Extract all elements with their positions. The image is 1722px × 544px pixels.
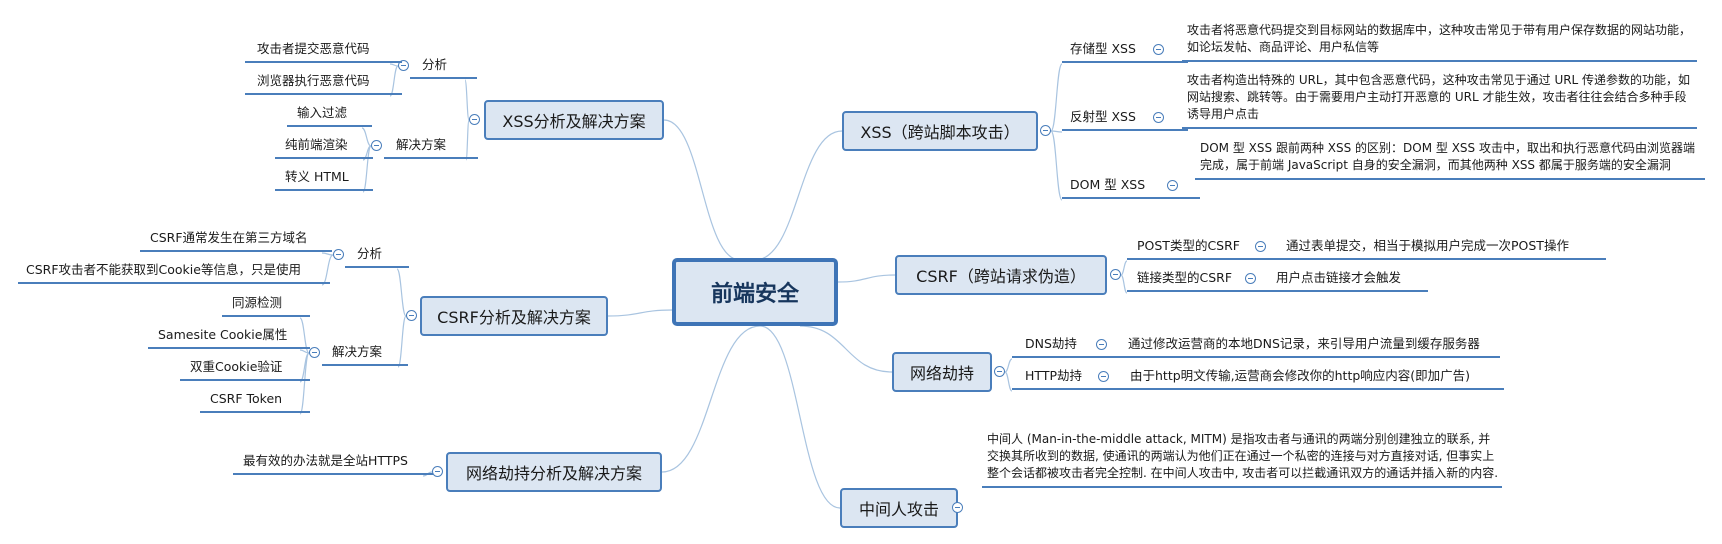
collapse-icon[interactable] — [309, 347, 320, 358]
node-dom-xss[interactable]: DOM 型 XSS — [1062, 177, 1200, 199]
collapse-icon[interactable] — [406, 310, 417, 321]
connector-line — [1004, 371, 1013, 392]
connector-line — [321, 252, 334, 256]
connector-line — [1050, 63, 1063, 132]
desc-http-hijack: 由于http明文传输,运营商会修改你的http响应内容(即加广告) — [1122, 368, 1504, 390]
collapse-icon[interactable] — [1096, 339, 1107, 350]
desc-dns-hijack: 通过修改运营商的本地DNS记录，来引导用户流量到缓存服务器 — [1120, 336, 1500, 358]
leaf-samesite-cookie: Samesite Cookie属性 — [148, 327, 310, 349]
desc-reflected-xss: 攻击者构造出特殊的 URL，其中包含恶意代码，这种攻击常见于通过 URL 传递参… — [1182, 72, 1697, 129]
connector-line — [464, 79, 470, 121]
node-http-hijack[interactable]: HTTP劫持 — [1012, 368, 1137, 390]
node-reflected-xss[interactable]: 反射型 XSS — [1062, 109, 1188, 131]
connector-line — [389, 65, 399, 97]
node-link-csrf[interactable]: 链接类型的CSRF — [1127, 270, 1269, 292]
connector-line — [361, 127, 372, 147]
leaf-site-wide-https: 最有效的办法就是全站HTTPS — [233, 453, 433, 475]
desc-dom-xss: DOM 型 XSS 跟前两种 XSS 的区别：DOM 型 XSS 攻击中，取出和… — [1195, 140, 1705, 180]
collapse-icon[interactable] — [1255, 241, 1266, 252]
topic-csrf[interactable]: CSRF（跨站请求伪造） — [895, 255, 1107, 295]
leaf-escape-html: 转义 HTML — [275, 169, 373, 191]
desc-mitm: 中间人 (Man-in-the-middle attack, MITM) 是指攻… — [982, 431, 1502, 488]
node-xss-analysis[interactable]: 分析 — [410, 57, 477, 79]
collapse-icon[interactable] — [398, 60, 409, 71]
leaf-same-origin-check: 同源检测 — [222, 295, 310, 317]
topic-xss-solution[interactable]: XSS分析及解决方案 — [484, 100, 664, 140]
node-stored-xss[interactable]: 存储型 XSS — [1062, 41, 1188, 63]
node-post-csrf[interactable]: POST类型的CSRF — [1127, 238, 1279, 260]
connector-line — [321, 254, 334, 286]
connector-line — [837, 274, 896, 283]
leaf-csrf-cannot-get-cookie: CSRF攻击者不能获取到Cookie等信息，只是使用 — [18, 262, 330, 284]
leaf-csrf-token: CSRF Token — [200, 391, 310, 413]
collapse-icon[interactable] — [432, 466, 443, 477]
leaf-input-filtering: 输入过滤 — [287, 105, 372, 127]
topic-network-hijack[interactable]: 网络劫持 — [892, 352, 992, 392]
connector-line — [759, 325, 841, 509]
leaf-pure-frontend-render: 纯前端渲染 — [275, 137, 373, 159]
connector-line — [663, 119, 741, 261]
connector-line — [607, 309, 673, 317]
connector-line — [299, 317, 310, 354]
root-topic[interactable]: 前端安全 — [672, 258, 838, 326]
connector-line — [396, 268, 407, 317]
node-csrf-solution[interactable]: 解决方案 — [322, 344, 408, 366]
collapse-icon[interactable] — [1153, 44, 1164, 55]
connector-line — [1050, 130, 1063, 201]
collapse-icon[interactable] — [994, 366, 1005, 377]
connector-line — [389, 63, 399, 67]
collapse-icon[interactable] — [469, 114, 480, 125]
connector-line — [754, 130, 843, 261]
desc-stored-xss: 攻击者将恶意代码提交到目标网站的数据库中，这种攻击常见于带有用户保存数据的网站功… — [1182, 22, 1697, 62]
collapse-icon[interactable] — [1153, 112, 1164, 123]
leaf-attacker-submits-code: 攻击者提交恶意代码 — [245, 41, 402, 63]
connector-line — [1120, 274, 1128, 294]
desc-post-csrf: 通过表单提交，相当于模拟用户完成一次POST操作 — [1274, 238, 1606, 260]
collapse-icon[interactable] — [333, 249, 344, 260]
node-dns-hijack[interactable]: DNS劫持 — [1012, 336, 1135, 358]
collapse-icon[interactable] — [371, 140, 382, 151]
connector-line — [1004, 358, 1013, 373]
connector-line — [1050, 130, 1063, 133]
topic-mitm[interactable]: 中间人攻击 — [840, 488, 958, 528]
leaf-browser-executes-code: 浏览器执行恶意代码 — [245, 73, 402, 95]
leaf-csrf-third-party-domain: CSRF通常发生在第三方域名 — [140, 230, 332, 252]
collapse-icon[interactable] — [1110, 269, 1121, 280]
collapse-icon[interactable] — [1040, 125, 1051, 136]
topic-xss[interactable]: XSS（跨站脚本攻击） — [842, 111, 1038, 151]
topic-hijack-solution[interactable]: 网络劫持分析及解决方案 — [446, 452, 662, 492]
connector-line — [1120, 260, 1128, 276]
connector-line — [799, 325, 893, 373]
collapse-icon[interactable] — [1245, 273, 1256, 284]
connector-line — [661, 325, 761, 473]
collapse-icon[interactable] — [1167, 180, 1178, 191]
collapse-icon[interactable] — [952, 502, 963, 513]
desc-link-csrf: 用户点击链接才会触发 — [1264, 270, 1428, 292]
node-csrf-analysis[interactable]: 分析 — [345, 246, 409, 268]
node-xss-solution[interactable]: 解决方案 — [384, 137, 478, 159]
leaf-double-cookie: 双重Cookie验证 — [180, 359, 310, 381]
collapse-icon[interactable] — [1098, 371, 1109, 382]
topic-csrf-solution[interactable]: CSRF分析及解决方案 — [420, 296, 608, 336]
